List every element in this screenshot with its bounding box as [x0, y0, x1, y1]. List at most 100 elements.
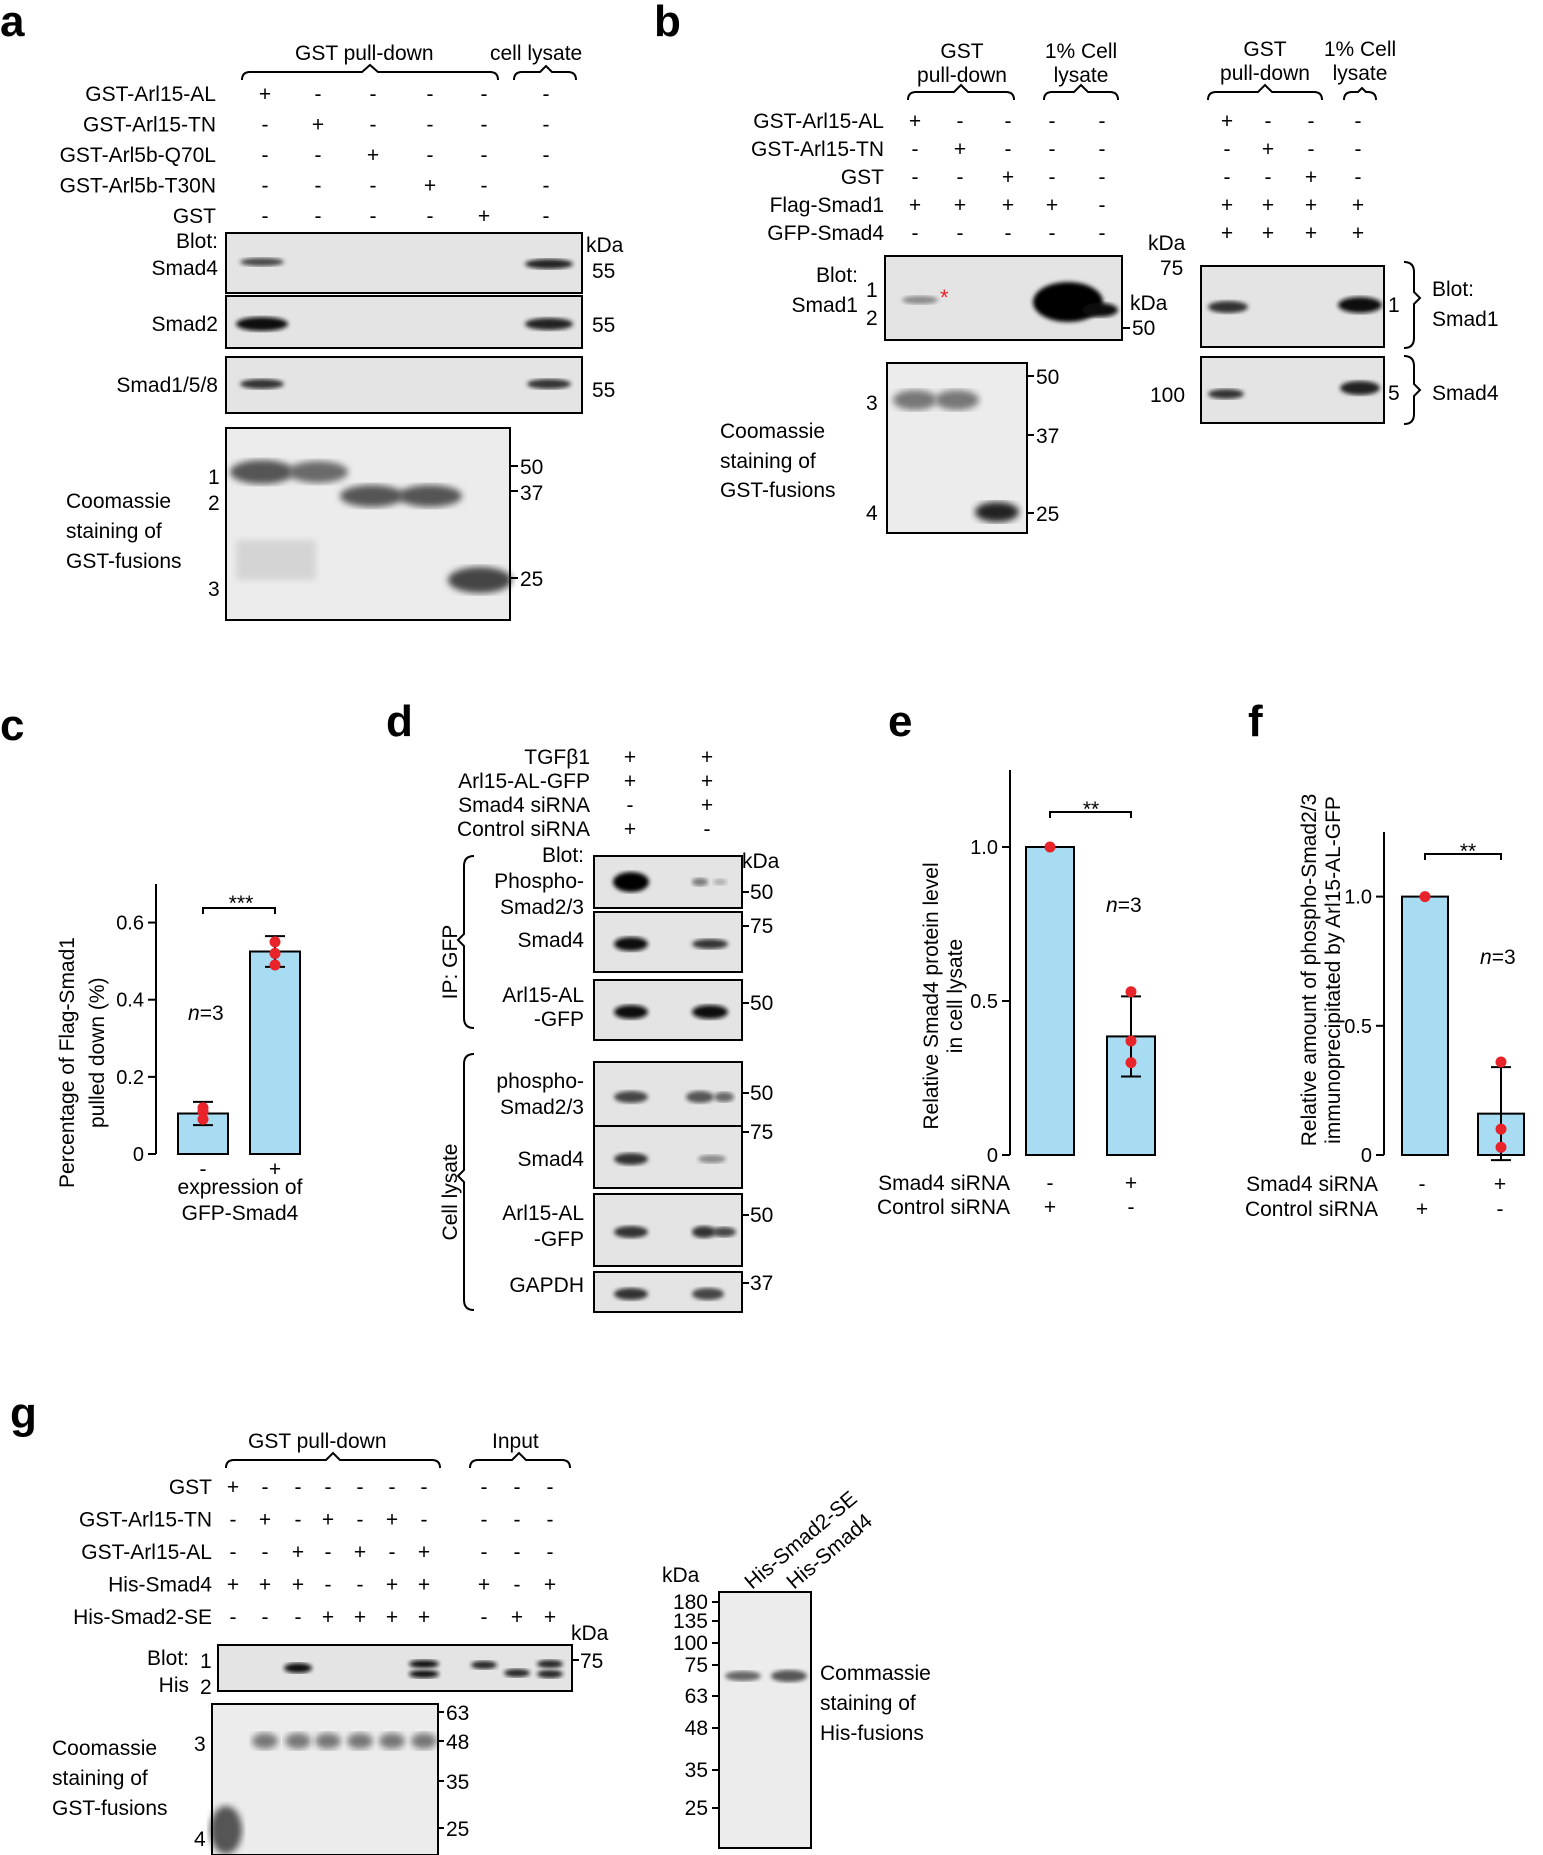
c-data-point [269, 947, 281, 959]
g-sign: + [544, 1606, 556, 1629]
a-sign: - [543, 83, 550, 106]
d-sign: + [701, 746, 713, 769]
g-sign: + [292, 1541, 304, 1564]
b-sign: - [1355, 110, 1362, 133]
d-band [614, 1153, 648, 1165]
g-sign: - [230, 1509, 237, 1532]
b-blot-label: Blot: [816, 264, 858, 287]
a-blot-smad158-label: Smad1/5/8 [116, 374, 218, 397]
b-right-target-smad1: Smad1 [1432, 308, 1499, 331]
b-coomassie-2: staining of [720, 450, 816, 473]
g-band-1: 1 [200, 1650, 212, 1673]
c-sig: *** [229, 892, 254, 915]
b-right-marker-75: 75 [1160, 257, 1183, 280]
a-sign: - [481, 114, 488, 137]
b-sign: - [957, 166, 964, 189]
b-right-header-pulldown-2: pull-down [1220, 62, 1310, 85]
e-ylabel-1: Relative Smad4 protein level [920, 862, 943, 1129]
g-sign: - [514, 1509, 521, 1532]
g-sign: - [295, 1606, 302, 1629]
a-sign: - [315, 175, 322, 198]
c-data-point [197, 1102, 209, 1114]
e-data-point [1125, 986, 1137, 998]
b-gel-band [975, 502, 1019, 522]
b-header-lysate-1: 1% Cell [1045, 40, 1117, 63]
d-band [613, 872, 649, 892]
d-brace-ip [456, 855, 475, 1029]
b-sign: + [1262, 138, 1274, 161]
c-n: n=3 [188, 1002, 224, 1025]
e-data-point [1125, 1057, 1137, 1069]
b-sign: - [1005, 110, 1012, 133]
d-sign: + [624, 770, 636, 793]
a-coomassie-2: staining of [66, 520, 162, 543]
panel-g: g GST pull-down Input GST+---------GST-A… [10, 1389, 931, 1855]
g-sign: - [295, 1509, 302, 1532]
e-row1-label: Smad4 siRNA [878, 1172, 1010, 1195]
g-gel-band [252, 1733, 278, 1749]
b-sign: - [1355, 166, 1362, 189]
b-sign: + [954, 138, 966, 161]
a-gel-marker-37: 37 [520, 482, 543, 505]
f-y-tick-label: 1.0 [1344, 887, 1372, 909]
g-his-marker: 25 [685, 1797, 708, 1820]
a-gel-band [340, 485, 404, 507]
f-sig-bracket [1424, 853, 1502, 860]
b-coomassie-1: Coomassie [720, 420, 825, 443]
g-gel-bands [252, 1733, 437, 1749]
d-sign: + [624, 818, 636, 841]
b-sign: - [1099, 138, 1106, 161]
b-right-header-lysate-1: 1% Cell [1324, 38, 1396, 61]
g-sign: + [418, 1606, 430, 1629]
d-blot-frame [593, 1193, 743, 1267]
a-sign: - [370, 205, 377, 228]
g-sign: + [227, 1476, 239, 1499]
d-row-label: TGFβ1 [524, 746, 590, 769]
b-right-header-pulldown-1: GST [1243, 38, 1286, 61]
b-sign: - [1099, 194, 1106, 217]
a-sign: - [315, 205, 322, 228]
g-sign: + [386, 1574, 398, 1597]
c-xlabel-2: GFP-Smad4 [182, 1202, 299, 1225]
b-blot-frame [884, 255, 1123, 341]
g-bracket-input [469, 1451, 571, 1469]
g-sign: - [325, 1476, 332, 1499]
c-n-value: =3 [200, 1002, 224, 1025]
b-band [1340, 381, 1380, 395]
b-band-1: 1 [866, 279, 878, 302]
g-band [537, 1670, 563, 1678]
a-sign: - [543, 205, 550, 228]
d-band [686, 1091, 714, 1103]
d-blot-frame [593, 911, 743, 973]
a-band-1: 1 [208, 466, 220, 489]
b-sign: + [909, 194, 921, 217]
g-sign: + [322, 1606, 334, 1629]
b-sign: - [1265, 110, 1272, 133]
a-sign: - [481, 175, 488, 198]
d-brace-lysate [456, 1053, 475, 1311]
a-sign: - [543, 144, 550, 167]
b-row-label: GFP-Smad4 [767, 222, 884, 245]
b-blot-target: Smad1 [791, 294, 858, 317]
a-gel-frame [225, 427, 511, 621]
b-band [1208, 389, 1244, 399]
a-marker-55b: 55 [592, 314, 615, 337]
g-sign: + [478, 1574, 490, 1597]
d-blot-label-2: Smad2/3 [500, 896, 584, 919]
g-sign: - [547, 1509, 554, 1532]
b-band-2: 2 [866, 307, 878, 330]
b-sign: - [1355, 138, 1362, 161]
a-blot-smad4-label: Smad4 [151, 257, 218, 280]
f-row2-label: Control siRNA [1245, 1198, 1378, 1221]
d-band [692, 939, 728, 949]
d-band [614, 1226, 648, 1238]
g-band [409, 1670, 439, 1678]
b-sign: + [1352, 194, 1364, 217]
a-sign: - [543, 175, 550, 198]
g-row-label: His-Smad2-SE [73, 1606, 212, 1629]
b-sign: + [1305, 222, 1317, 245]
e-n: n=3 [1106, 894, 1142, 917]
a-sign: + [312, 114, 324, 137]
d-marker: 37 [750, 1272, 773, 1295]
b-sign: + [1002, 166, 1014, 189]
